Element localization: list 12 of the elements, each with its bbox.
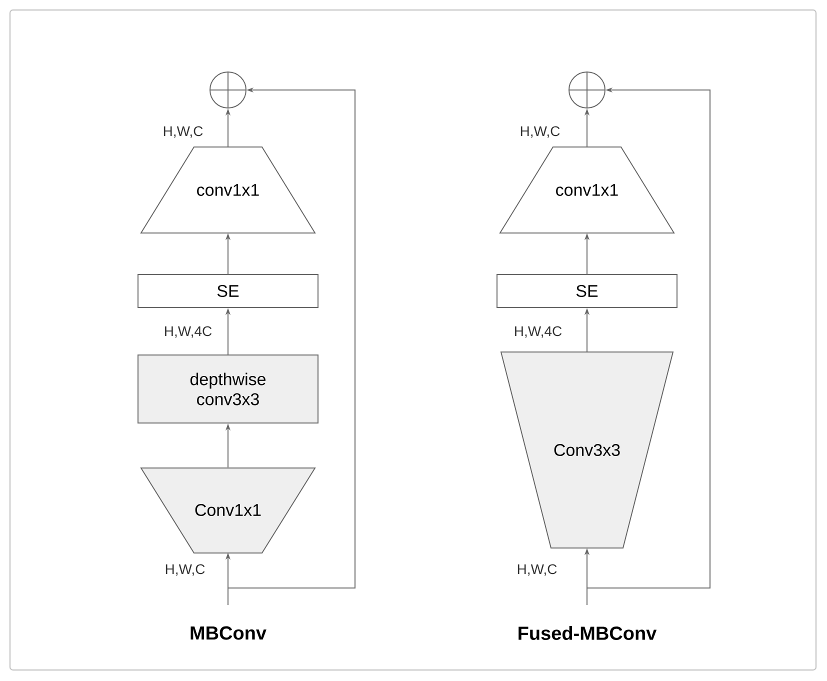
layer-box: depthwise conv3x3 [138,354,318,424]
sum-node [568,71,606,109]
dimension-label: H,W,C [164,126,203,138]
panel-title: Fused-MBConv [518,626,657,640]
sum-node [209,71,247,109]
layer-box: SE [496,274,678,308]
panel-title: MBConv [190,626,266,640]
layer-box: SE [138,274,318,308]
dimension-label: H,W,4C [515,326,562,338]
dimension-label: H,W,C [520,126,560,138]
dimension-label: H,W,4C [165,326,212,338]
dimension-label: H,W,C [518,564,557,576]
